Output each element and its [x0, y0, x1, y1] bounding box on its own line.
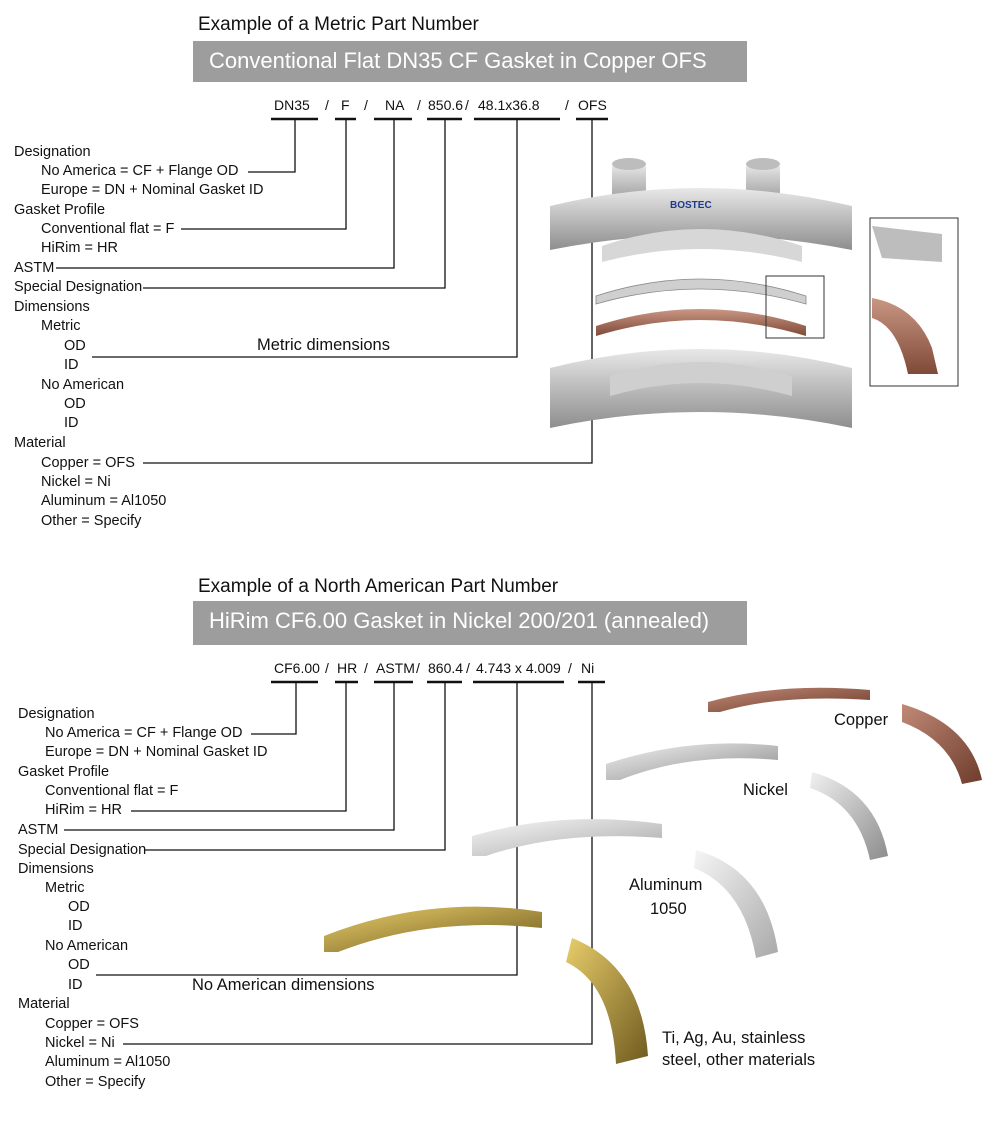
label-aluminum: Aluminum = Al1050: [41, 493, 167, 509]
label-copper: Copper = OFS: [45, 1016, 139, 1032]
label-no-america: No America = CF + Flange OD: [41, 163, 239, 179]
label-no-american: No American: [45, 938, 129, 954]
material-label-nickel: Nickel: [743, 781, 788, 799]
pn-segment-dimensions: 48.1x36.8: [478, 97, 540, 113]
pn-segment-special: 860.4: [428, 660, 464, 676]
label-metric-od: OD: [68, 899, 90, 915]
label-hirim: HiRim = HR: [41, 240, 118, 256]
pn-segment-material: Ni: [581, 660, 595, 676]
label-metric-id: ID: [64, 357, 79, 373]
label-material: Material: [14, 435, 66, 451]
na-dimensions-callout: No American dimensions: [192, 976, 375, 994]
flange-assembly-illustration: BOSTEC: [550, 158, 959, 428]
label-europe: Europe = DN + Nominal Gasket ID: [45, 744, 268, 760]
pn-segment-profile: F: [341, 97, 350, 113]
na-heading: Example of a North American Part Number: [198, 576, 559, 597]
material-label-other-2: steel, other materials: [662, 1051, 816, 1069]
label-dimensions: Dimensions: [18, 861, 94, 877]
label-designation: Designation: [14, 144, 91, 160]
material-label-other-1: Ti, Ag, Au, stainless: [662, 1029, 806, 1047]
pn-separator: /: [466, 660, 470, 676]
label-other: Other = Specify: [41, 513, 142, 529]
pn-separator: /: [417, 97, 421, 113]
label-gasket-profile: Gasket Profile: [18, 764, 110, 780]
label-copper: Copper = OFS: [41, 455, 135, 471]
label-europe: Europe = DN + Nominal Gasket ID: [41, 182, 264, 198]
label-material: Material: [18, 996, 70, 1012]
pn-separator: /: [565, 97, 569, 113]
label-no-american: No American: [41, 377, 125, 393]
pn-separator: /: [568, 660, 572, 676]
pn-segment-special: 850.6: [428, 97, 464, 113]
metric-title-banner: Conventional Flat DN35 CF Gasket in Copp…: [193, 41, 747, 82]
label-gasket-profile: Gasket Profile: [14, 202, 106, 218]
label-metric: Metric: [45, 880, 85, 896]
label-metric-od: OD: [64, 338, 86, 354]
label-conventional-flat: Conventional flat = F: [41, 221, 175, 237]
label-metric: Metric: [41, 318, 81, 334]
label-nickel: Nickel = Ni: [41, 474, 111, 490]
metric-dimensions-callout: Metric dimensions: [257, 336, 390, 354]
pn-segment-astm: ASTM: [376, 660, 415, 676]
material-label-aluminum-grade: 1050: [650, 900, 687, 918]
label-na-id: ID: [64, 415, 79, 431]
label-na-od: OD: [68, 957, 90, 973]
pn-separator: /: [325, 660, 329, 676]
pn-segment-profile: HR: [337, 660, 358, 676]
label-nickel: Nickel = Ni: [45, 1035, 115, 1051]
label-no-america: No America = CF + Flange OD: [45, 725, 243, 741]
bostec-logo: BOSTEC: [670, 200, 712, 211]
pn-separator: /: [416, 660, 420, 676]
label-dimensions: Dimensions: [14, 299, 90, 315]
label-other: Other = Specify: [45, 1074, 146, 1090]
label-astm: ASTM: [14, 260, 55, 276]
material-label-copper: Copper: [834, 711, 889, 729]
label-na-od: OD: [64, 396, 86, 412]
pn-separator: /: [364, 660, 368, 676]
na-title-banner: HiRim CF6.00 Gasket in Nickel 200/201 (a…: [193, 601, 747, 645]
label-astm: ASTM: [18, 822, 59, 838]
pn-separator: /: [364, 97, 368, 113]
pn-segment-designation: DN35: [274, 97, 310, 113]
label-special-designation: Special Designation: [14, 279, 143, 295]
gasket-materials-illustration: [324, 687, 982, 1064]
label-metric-id: ID: [68, 918, 83, 934]
pn-segment-designation: CF6.00: [274, 660, 320, 676]
pn-segment-astm: NA: [385, 97, 405, 113]
pn-separator: /: [325, 97, 329, 113]
label-designation: Designation: [18, 706, 95, 722]
label-na-id: ID: [68, 977, 83, 993]
pn-separator: /: [465, 97, 469, 113]
pn-segment-material: OFS: [578, 97, 607, 113]
pn-segment-dimensions: 4.743 x 4.009: [476, 660, 561, 676]
label-hirim: HiRim = HR: [45, 802, 122, 818]
label-aluminum: Aluminum = Al1050: [45, 1054, 171, 1070]
label-special-designation: Special Designation: [18, 842, 147, 858]
label-conventional-flat: Conventional flat = F: [45, 783, 179, 799]
metric-heading: Example of a Metric Part Number: [198, 14, 479, 35]
material-label-aluminum: Aluminum: [629, 876, 703, 894]
